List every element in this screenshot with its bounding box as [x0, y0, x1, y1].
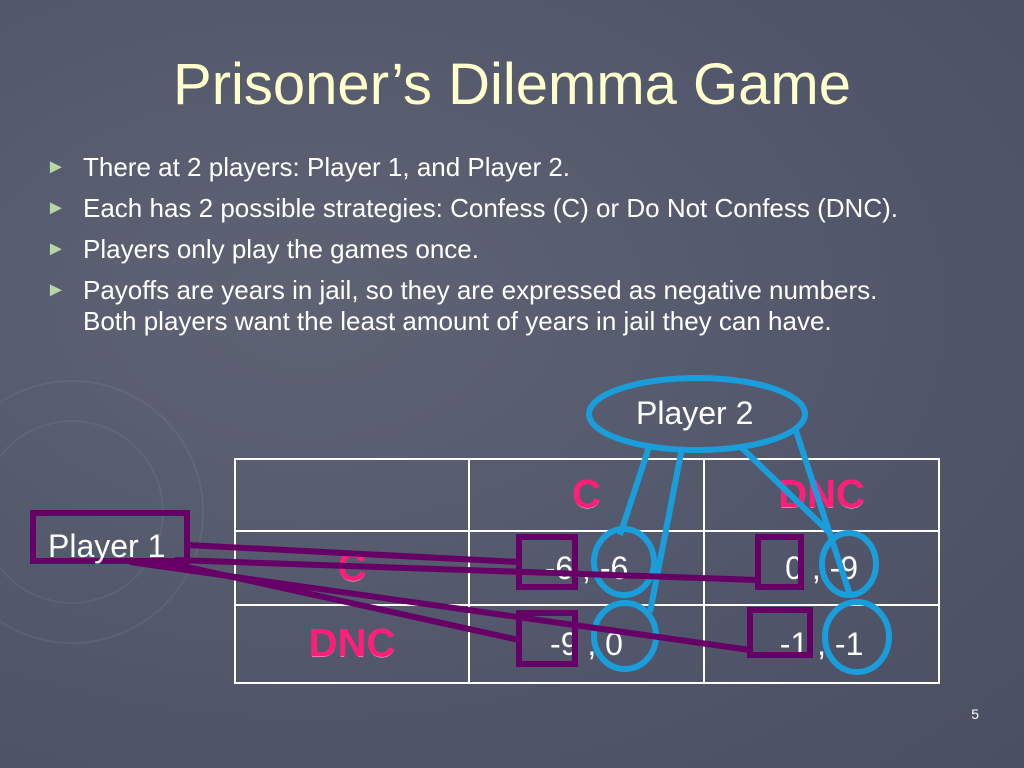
payoff-cell-dnc-dnc: -1 , -1	[703, 604, 940, 684]
bullet-text: Players only play the games once.	[83, 234, 479, 264]
column-header-c-text: C	[572, 472, 601, 517]
payoff-cell-c-c: -6 , -6	[467, 530, 706, 606]
column-header-c-shadow: C	[572, 472, 601, 517]
payoff-p2: -1	[834, 625, 864, 662]
payoff-p1: -9	[550, 625, 579, 662]
payoff-separator: ,	[811, 549, 821, 586]
bullet-text: Payoffs are years in jail, so they are e…	[83, 275, 878, 336]
payoff-p2: -9	[829, 549, 859, 586]
triangle-bullet-icon: ►	[46, 197, 66, 219]
bullet-item: ► Each has 2 possible strategies: Confes…	[46, 193, 956, 224]
player2-label: Player 2	[636, 395, 754, 431]
payoff-separator: ,	[587, 625, 597, 662]
payoff-p1: -6	[544, 549, 574, 586]
bullet-text: There at 2 players: Player 1, and Player…	[83, 152, 571, 182]
slide-title: Prisoner’s Dilemma Game	[173, 52, 851, 117]
payoff-cell-dnc-c: -9 , 0	[467, 604, 706, 684]
row-header-dnc-text: DNC	[308, 621, 396, 666]
triangle-bullet-icon: ►	[46, 156, 66, 178]
column-header-dnc-text: DNC	[778, 472, 865, 517]
payoff-p1: -1	[779, 625, 809, 662]
payoff-p2: -6	[599, 549, 629, 586]
payoff-cell-c-dnc: 0 , -9	[703, 530, 940, 606]
bullet-item: ► There at 2 players: Player 1, and Play…	[46, 152, 956, 183]
payoff-separator: ,	[817, 625, 827, 662]
payoff-p1: 0	[785, 549, 803, 586]
bullet-item: ► Payoffs are years in jail, so they are…	[46, 275, 956, 337]
triangle-bullet-icon: ►	[46, 279, 66, 301]
empty-corner-cell	[234, 458, 470, 532]
triangle-bullet-icon: ►	[46, 238, 66, 260]
page-number: 5	[971, 706, 979, 722]
bullet-item: ► Players only play the games once.	[46, 234, 956, 265]
bullet-text: Each has 2 possible strategies: Confess …	[83, 193, 898, 223]
player1-label: Player 1	[48, 528, 166, 564]
bullet-list: ► There at 2 players: Player 1, and Play…	[46, 152, 956, 347]
payoff-separator: ,	[582, 549, 591, 586]
payoff-p2: 0	[605, 625, 623, 662]
row-header-c-text: C	[337, 545, 367, 590]
